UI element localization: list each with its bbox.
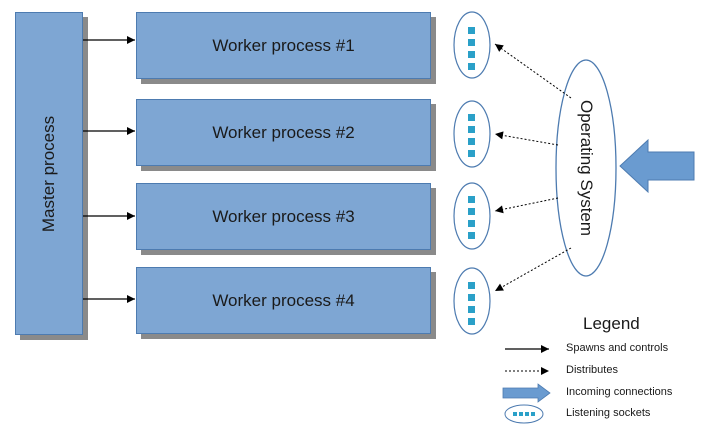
- operating-system-label: Operating System: [577, 99, 596, 237]
- distribute-arrow-2: [494, 131, 559, 146]
- legend-item-distributes: Distributes: [566, 364, 618, 376]
- worker-process-2-label: Worker process #2: [212, 122, 355, 142]
- socket-group-3: [453, 182, 491, 250]
- distribute-arrow-1: [494, 43, 572, 99]
- socket-group-1: [453, 11, 491, 79]
- worker-process-1-box: Worker process #1: [136, 12, 431, 79]
- worker-process-3-box: Worker process #3: [136, 183, 431, 250]
- distribute-arrow-3: [494, 197, 559, 214]
- legend-socket-ellipse-icon: [504, 404, 544, 424]
- worker-process-2-box: Worker process #2: [136, 99, 431, 166]
- socket-group-2: [453, 100, 491, 168]
- incoming-connections-arrow: [619, 138, 695, 194]
- distribute-arrow-4: [494, 247, 572, 292]
- worker-process-3-label: Worker process #3: [212, 206, 355, 226]
- worker-process-4-box: Worker process #4: [136, 267, 431, 334]
- socket-group-4: [453, 267, 491, 335]
- legend-item-spawns-and-controls: Spawns and controls: [566, 342, 669, 354]
- legend-thick-arrow-icon: [502, 383, 551, 403]
- legend-title: Legend: [583, 314, 640, 333]
- master-process-box: Master process: [15, 12, 83, 335]
- worker-process-4-label: Worker process #4: [212, 290, 355, 310]
- worker-process-1-label: Worker process #1: [212, 35, 355, 55]
- legend-item-incoming-connections: Incoming connections: [566, 386, 673, 398]
- legend-item-listening-sockets: Listening sockets: [566, 407, 651, 419]
- operating-system-ellipse: [555, 59, 617, 277]
